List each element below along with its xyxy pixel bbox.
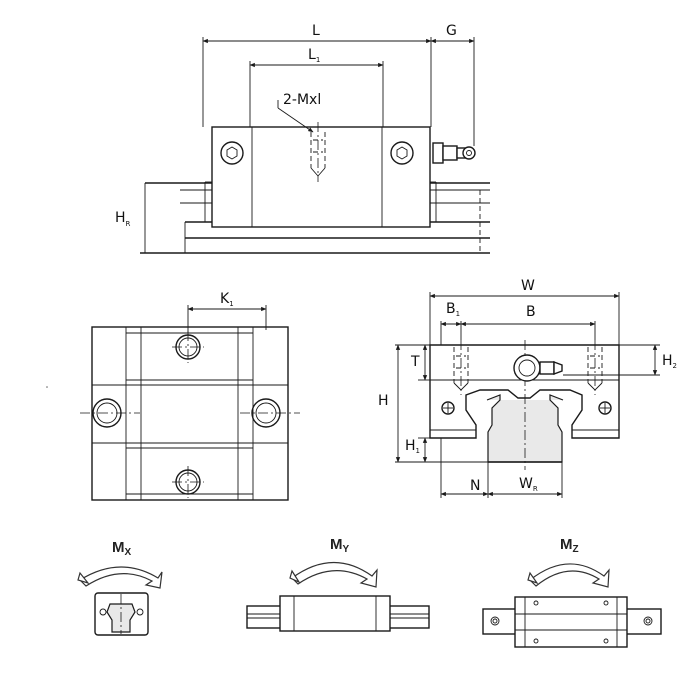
dim-N: N: [470, 478, 480, 494]
front-outer: [91, 326, 289, 501]
moment-mx-label: MX: [112, 539, 132, 558]
front-hole-top-icon: [172, 331, 204, 363]
mx-block-icon: [94, 592, 149, 636]
moment-mx: MX: [77, 539, 163, 636]
front-hole-left-icon: [80, 398, 140, 428]
top-view: L G L1 2-Mxl HR: [115, 23, 490, 254]
dim-H1: H1: [405, 438, 420, 455]
end-block: [429, 344, 620, 439]
dim-H2: H2: [662, 353, 677, 370]
seal-screw-right-icon: [390, 141, 414, 165]
dim-B: B: [526, 304, 536, 320]
top-block: [211, 126, 431, 228]
dim-G: G: [446, 23, 457, 39]
moment-mz: MZ: [482, 536, 662, 648]
stray-dot: [46, 386, 48, 388]
my-block-icon: [246, 595, 430, 632]
front-hole-bottom-icon: [172, 466, 204, 498]
mz-rotation-arrow-icon: [529, 563, 610, 588]
moment-my: MY: [246, 536, 430, 632]
end-grease-nipple-icon: [513, 354, 563, 382]
front-view: K1: [80, 291, 300, 501]
dim-L: L: [312, 23, 320, 39]
dim-T: T: [410, 354, 420, 370]
mz-block-icon: [482, 596, 662, 648]
end-tapped-hole-left-icon: [453, 340, 469, 395]
end-view: W B1 B T H H1 H2 N WR: [378, 278, 677, 498]
end-screw-right-icon: [598, 401, 612, 415]
dim-WR: WR: [519, 476, 538, 493]
grease-nipple-icon: [432, 142, 476, 164]
moment-mz-label: MZ: [560, 536, 579, 555]
end-screw-left-icon: [441, 401, 455, 415]
dim-L1: L1: [308, 47, 320, 64]
dim-K1: K1: [220, 291, 234, 308]
moment-my-label: MY: [330, 536, 350, 555]
dim-HR: HR: [115, 210, 131, 228]
tapped-hole-icon: [310, 122, 326, 182]
dim-B1: B1: [446, 301, 460, 318]
front-hole-right-icon: [240, 398, 300, 428]
dim-H: H: [378, 393, 389, 409]
dim-W: W: [521, 278, 535, 294]
callout-2-Mxl: 2-Mxl: [283, 92, 321, 108]
my-rotation-arrow-icon: [291, 561, 378, 588]
mx-rotation-arrow-icon: [79, 566, 163, 589]
end-tapped-hole-right-icon: [587, 340, 603, 395]
seal-screw-left-icon: [220, 141, 244, 165]
